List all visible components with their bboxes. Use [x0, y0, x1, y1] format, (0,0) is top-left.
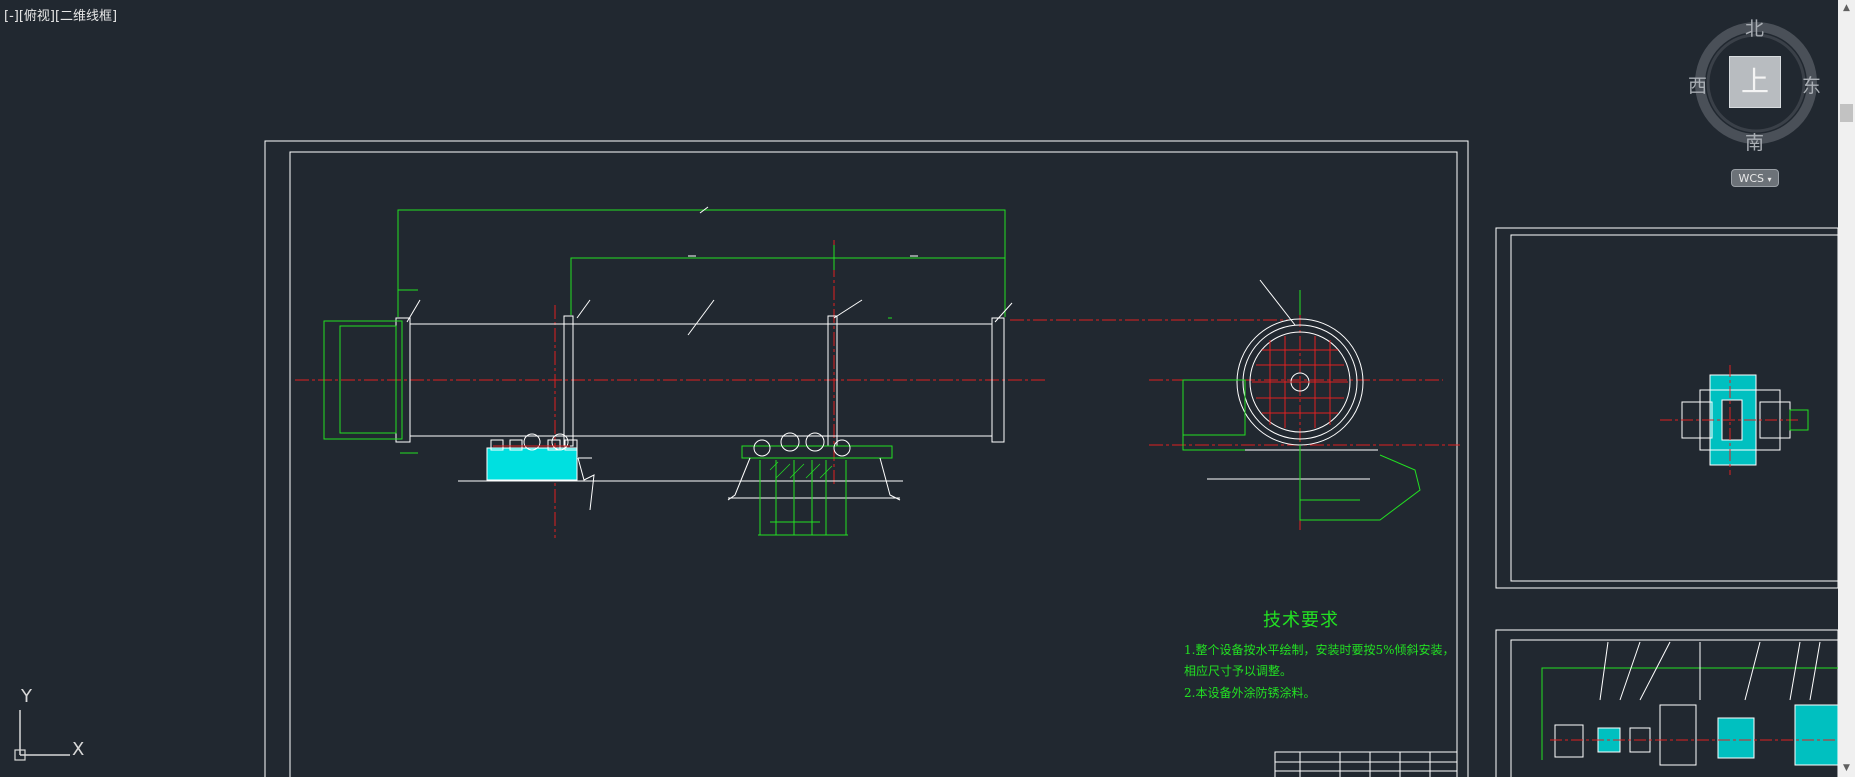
right-support-dimensions	[758, 460, 848, 536]
coupling-drawing	[1660, 365, 1809, 475]
drawing-sheet-frame	[264, 140, 1469, 777]
left-support-assembly	[486, 433, 595, 511]
ucs-axis-icon	[14, 710, 70, 761]
ucs-x-label: X	[72, 739, 85, 760]
tech-requirements-line-1: 1.整个设备按水平绘制，安装时要按5%倾斜安装，	[1184, 643, 1455, 657]
right-support-assembly	[727, 432, 901, 501]
scroll-up-arrow-icon[interactable]: ▲	[1843, 3, 1850, 13]
side-view-flights	[1252, 336, 1348, 428]
panel-transmission-detail	[1495, 629, 1838, 777]
side-view-dimensions	[1182, 290, 1421, 521]
compass-east[interactable]: 东	[1802, 75, 1822, 97]
title-block	[1274, 751, 1458, 777]
viewport-controls-label[interactable]: [-][俯视][二维线框]	[4, 9, 118, 24]
viewcube[interactable]: 上	[1695, 22, 1817, 144]
compass-north[interactable]: 北	[1745, 18, 1765, 40]
ucs-y-label: Y	[21, 686, 32, 707]
wcs-dropdown-button[interactable]: WCS ▾	[1731, 169, 1779, 187]
vertical-scrollbar[interactable]: ▲ ▼	[1838, 0, 1855, 777]
right-support-hatch	[769, 461, 833, 479]
scrollbar-thumb[interactable]	[1840, 104, 1853, 122]
tech-requirements-title: 技术要求	[1263, 610, 1339, 631]
dimension-ticks	[688, 206, 918, 257]
tech-requirements-line-2: 相应尺寸予以调整。	[1184, 664, 1293, 678]
panel-coupling-detail	[1495, 227, 1838, 589]
wcs-label: WCS	[1738, 172, 1765, 185]
compass-south[interactable]: 南	[1745, 132, 1765, 154]
drum-side-view	[1207, 318, 1378, 480]
viewcube-compass-icon	[1695, 22, 1817, 144]
transmission-drawing	[1541, 641, 1838, 766]
compass-west[interactable]: 西	[1688, 75, 1708, 97]
inlet-box	[323, 320, 403, 440]
scroll-down-arrow-icon[interactable]: ▼	[1843, 763, 1850, 773]
leader-lines	[406, 279, 1296, 336]
tech-requirements-line-3: 2.本设备外涂防锈涂料。	[1184, 686, 1316, 700]
wcs-dropdown-icon: ▾	[1767, 175, 1772, 184]
viewcube-top-face[interactable]: 上	[1729, 56, 1781, 108]
dimension-lines	[397, 209, 1006, 454]
